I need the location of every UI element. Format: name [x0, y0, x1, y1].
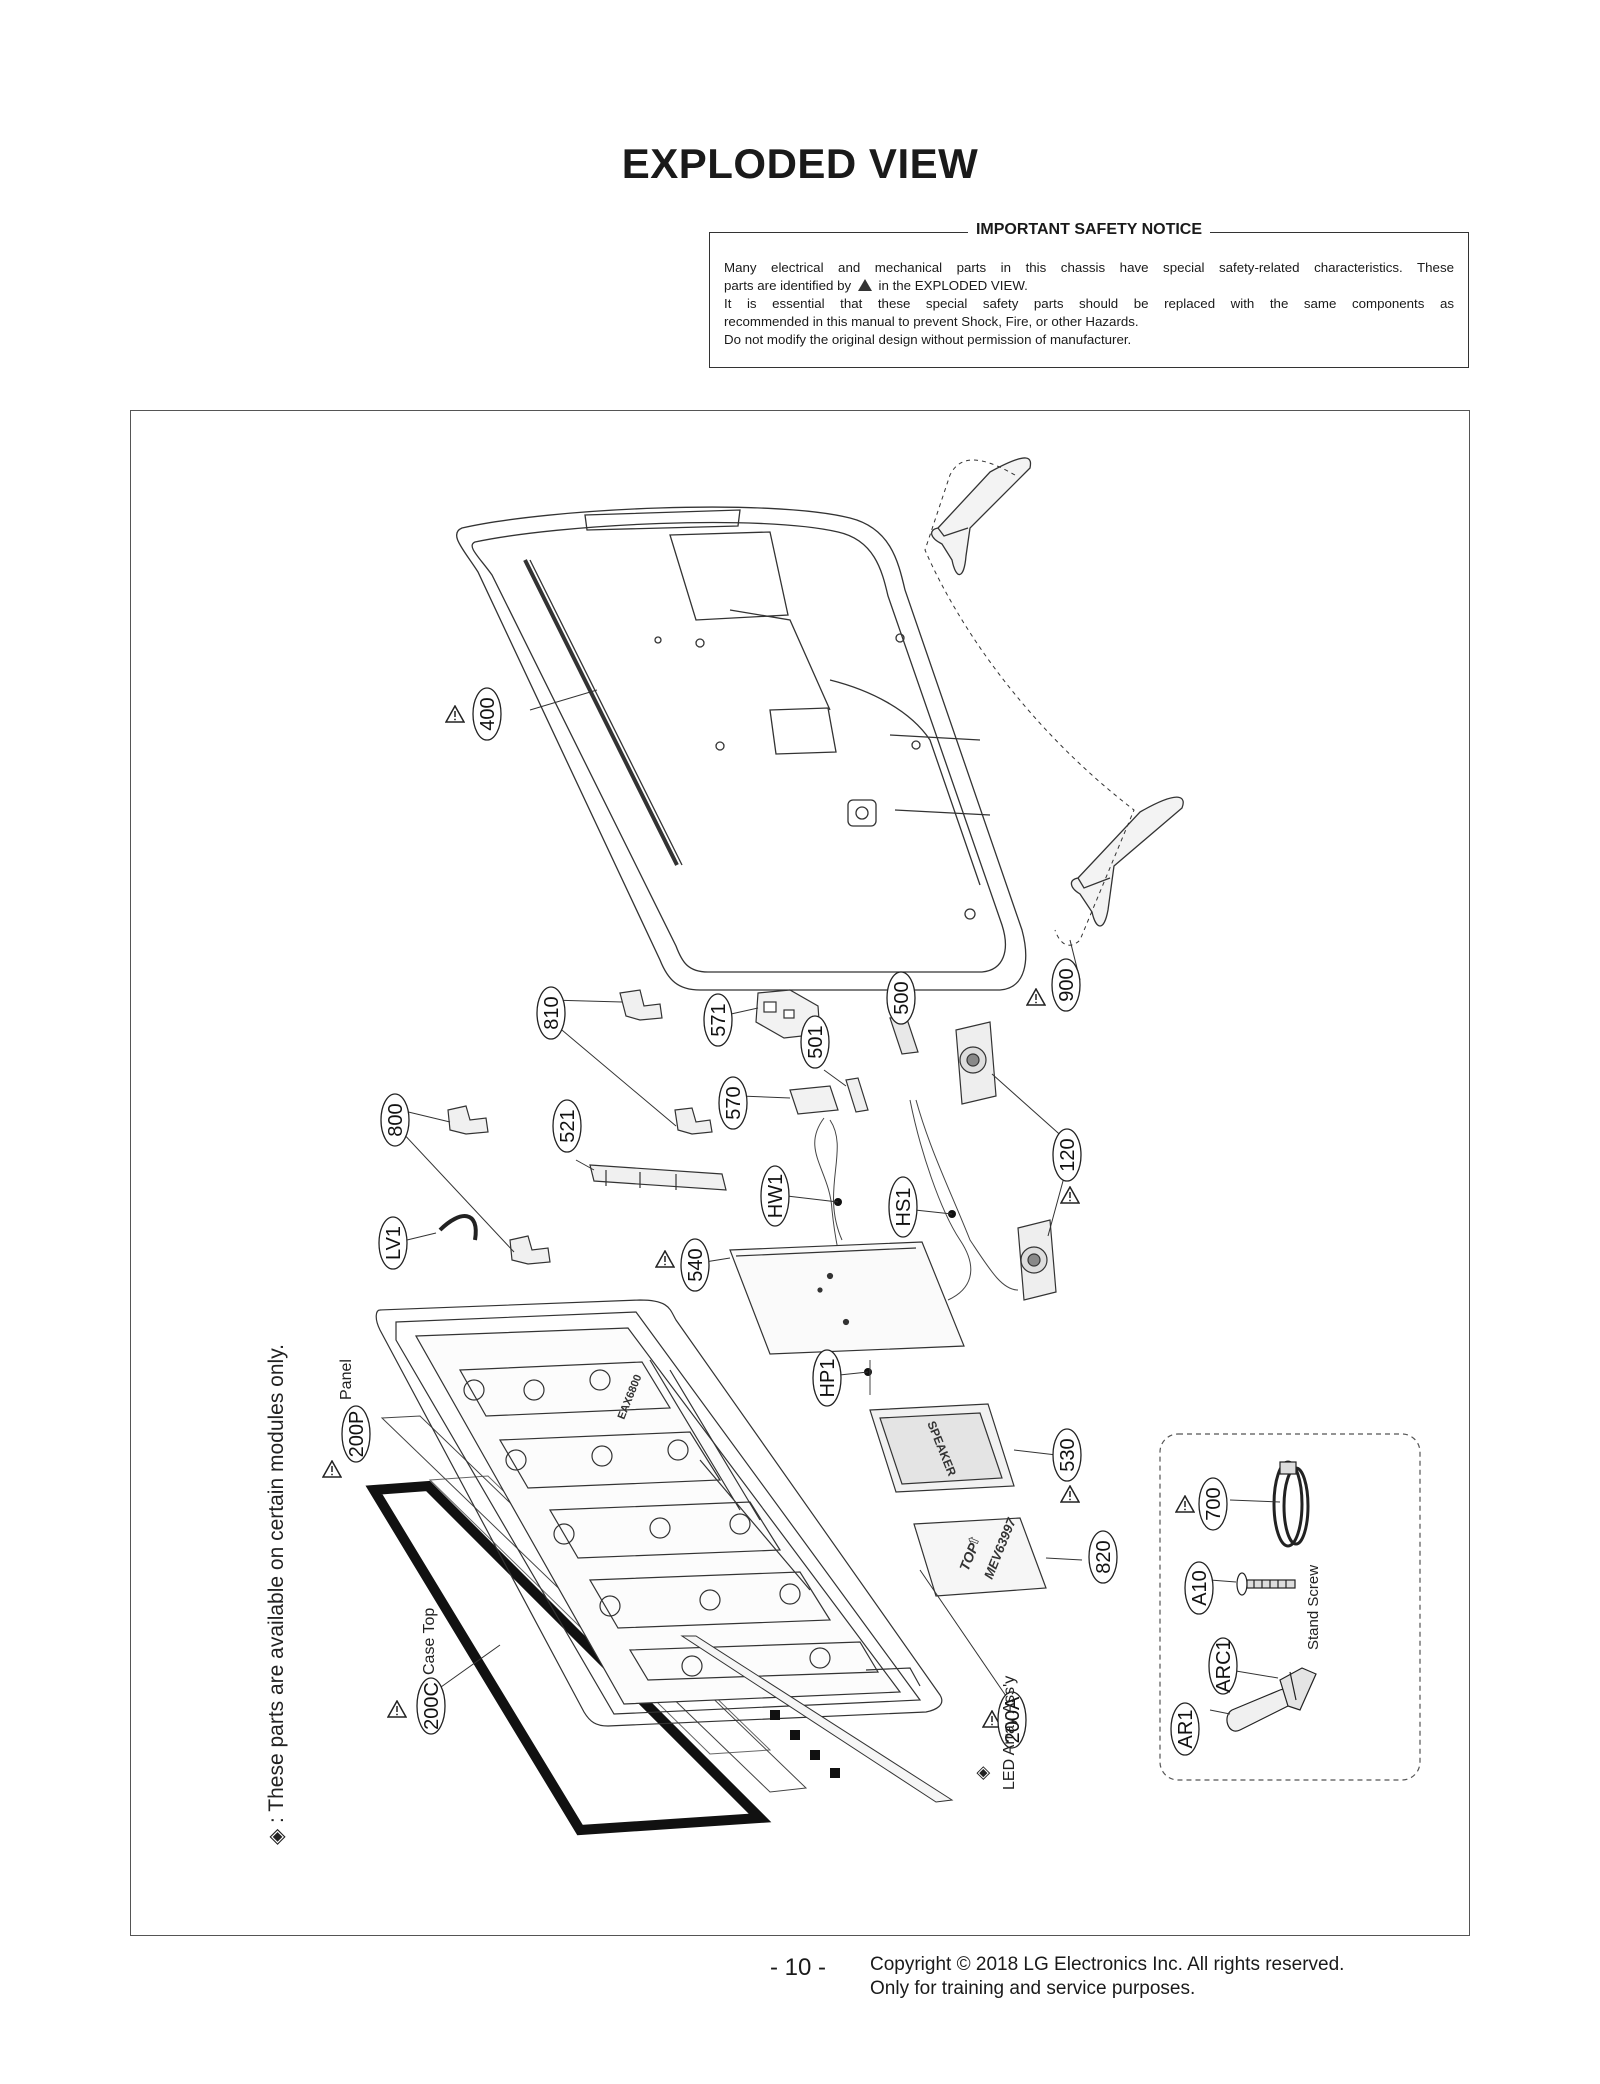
power-board-530: SPEAKER: [869, 1403, 1015, 1493]
svg-text:200A: 200A: [1002, 1696, 1024, 1743]
callout-521: 521: [552, 1099, 582, 1153]
callout-800: 800: [380, 1093, 410, 1147]
warning-triangle-icon: [1026, 988, 1046, 1006]
svg-text:540: 540: [685, 1248, 707, 1281]
warning-triangle-icon: [1060, 1186, 1080, 1204]
callout-400: 400: [472, 687, 502, 741]
back-cover: [455, 506, 1027, 991]
callout-ar1: AR1: [1170, 1702, 1200, 1756]
callout-530: 530: [1052, 1428, 1082, 1482]
callout-501: 501: [800, 1015, 830, 1069]
led-array-caption: LED Array Ass'y: [1001, 1676, 1018, 1790]
warning-triangle-icon: [445, 705, 465, 723]
speaker-120: [955, 1021, 1057, 1301]
side-note: ◈ : These parts are available on certain…: [265, 1344, 288, 1845]
callout-820: 820: [1088, 1530, 1118, 1584]
svg-text:200P: 200P: [346, 1411, 368, 1458]
callout-120: 120: [1052, 1128, 1082, 1182]
callout-700: 700: [1198, 1477, 1228, 1531]
notice-line-2: parts are identified by in the EXPLODED …: [724, 278, 1028, 293]
main-chassis: [375, 1299, 943, 1727]
callout-hs1: HS1: [888, 1176, 918, 1238]
svg-text:521: 521: [557, 1109, 579, 1142]
svg-text:810: 810: [541, 996, 563, 1029]
callout-500: 500: [886, 971, 916, 1025]
callout-570: 570: [718, 1076, 748, 1130]
notice-line-4: recommended in this manual to prevent Sh…: [724, 314, 1139, 329]
notice-line-5: Do not modify the original design withou…: [724, 332, 1132, 347]
accessories-box: [1159, 1433, 1421, 1781]
plate-arrow: ⇧: [964, 1532, 983, 1549]
svg-text:530: 530: [1057, 1438, 1079, 1471]
board-570: [789, 1085, 839, 1115]
svg-text:ARC1: ARC1: [1213, 1639, 1235, 1692]
callout-571: 571: [703, 993, 733, 1047]
panel-caption: Panel: [338, 1359, 355, 1400]
svg-text:AR1: AR1: [1175, 1710, 1197, 1749]
main-board-540: [729, 1241, 965, 1355]
copyright-line-1: Copyright © 2018 LG Electronics Inc. All…: [870, 1954, 1345, 1975]
diamond-icon: ◈: [972, 1766, 992, 1780]
warning-triangle-icon: [655, 1250, 675, 1268]
remote-ar1: [1226, 1667, 1317, 1732]
led-array-strip: [680, 1635, 954, 1803]
callout-540: 540: [680, 1238, 710, 1292]
notice-line-1: Many electrical and mechanical parts in …: [724, 260, 1454, 275]
copyright: Copyright © 2018 LG Electronics Inc. All…: [870, 1953, 1344, 2001]
warning-triangle-icon: [1175, 1495, 1195, 1513]
diagram-frame: [130, 410, 1470, 1936]
exploded-view-diagram: ◈ : These parts are available on certain…: [265, 457, 1421, 1845]
svg-text:820: 820: [1093, 1540, 1115, 1573]
notice-body: Many electrical and mechanical parts in …: [724, 259, 1454, 349]
callout-hw1: HW1: [760, 1165, 790, 1227]
callout-200a: 200A: [997, 1691, 1027, 1749]
stand-legs: [924, 457, 1184, 946]
notice-heading: IMPORTANT SAFETY NOTICE: [967, 221, 1211, 238]
svg-text:800: 800: [385, 1103, 407, 1136]
callout-arc1: ARC1: [1208, 1637, 1238, 1695]
insulator-820: TOP ⇧ MEV63997: [913, 1515, 1047, 1597]
bracket-810-parts: [619, 989, 713, 1135]
safety-notice: IMPORTANT SAFETY NOTICE Many electrical …: [709, 221, 1469, 368]
warning-triangle-icon: [1060, 1485, 1080, 1503]
board-501: [845, 1077, 869, 1113]
svg-text:LV1: LV1: [383, 1226, 405, 1260]
lvds-cable: [438, 1214, 478, 1241]
callout-a10: A10: [1184, 1561, 1214, 1615]
stand-screw-caption: Stand Screw: [1305, 1565, 1322, 1650]
svg-text:HP1: HP1: [817, 1359, 839, 1398]
svg-text:570: 570: [723, 1086, 745, 1119]
warning-triangle-icon: [322, 1460, 342, 1478]
svg-text:501: 501: [805, 1025, 827, 1058]
svg-text:700: 700: [1203, 1487, 1225, 1520]
stand-screw-a10: [1236, 1572, 1296, 1596]
page-title: EXPLODED VIEW: [621, 140, 979, 187]
copyright-line-2: Only for training and service purposes.: [870, 1978, 1196, 1999]
svg-text:120: 120: [1057, 1138, 1079, 1171]
svg-text:400: 400: [477, 697, 499, 730]
svg-text:200C: 200C: [421, 1682, 443, 1730]
callout-810: 810: [536, 986, 566, 1040]
power-cord-700: [1272, 1460, 1310, 1548]
notice-line-3: It is essential that these special safet…: [724, 296, 1454, 311]
wire-harness: [814, 1099, 1019, 1301]
bracket-521: [589, 1164, 727, 1191]
callout-lv1: LV1: [378, 1216, 408, 1270]
callout-900: 900: [1051, 958, 1081, 1012]
svg-text:500: 500: [891, 981, 913, 1014]
svg-text:HS1: HS1: [893, 1188, 915, 1227]
warning-triangle-icon: [387, 1700, 407, 1718]
warning-triangle-icon: [857, 279, 872, 291]
page-number: - 10 -: [770, 1954, 827, 1981]
svg-text:900: 900: [1056, 968, 1078, 1001]
case-top-caption: Case Top: [421, 1608, 438, 1675]
svg-text:A10: A10: [1189, 1570, 1211, 1606]
svg-text:571: 571: [708, 1003, 730, 1036]
callout-200c: 200C: [416, 1677, 446, 1735]
callout-hp1: HP1: [812, 1349, 842, 1407]
bracket-800-parts: [447, 1105, 551, 1265]
svg-text:HW1: HW1: [765, 1174, 787, 1218]
callout-200p: 200P: [341, 1405, 371, 1463]
